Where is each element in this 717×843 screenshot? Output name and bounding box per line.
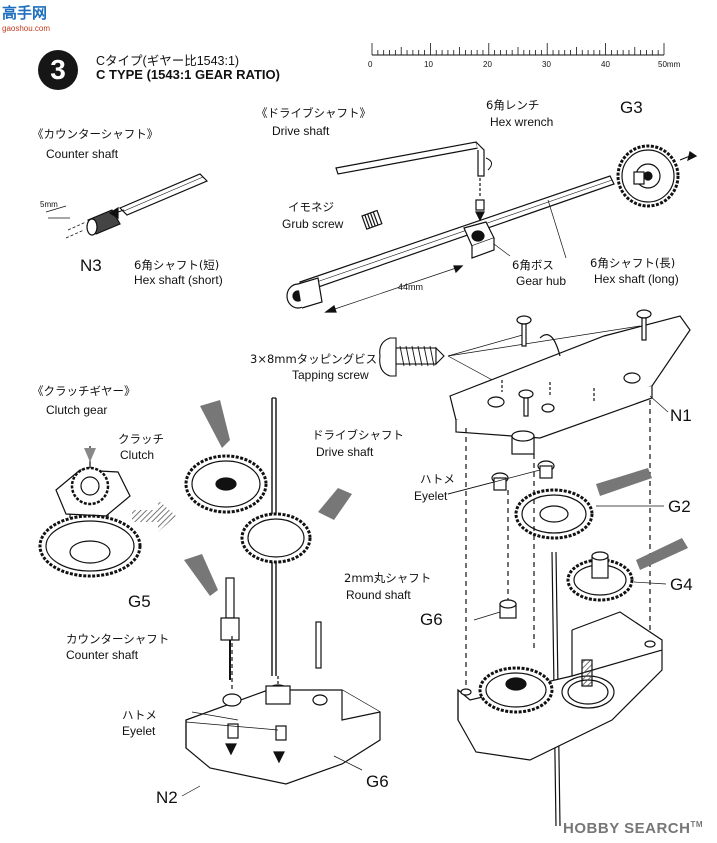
watermark-site-url: gaoshou.com — [2, 24, 51, 33]
part-label-g2: G2 — [668, 497, 691, 516]
hex-shaft-long-jp: 6角シャフト(長) — [590, 256, 676, 270]
counter-shaft-vertical-jp: カウンターシャフト — [66, 632, 170, 646]
drive-shaft-vertical-en: Drive shaft — [316, 445, 374, 459]
drive-shaft-title-jp: 《ドライブシャフト》 — [256, 106, 371, 120]
eyelet-left-jp: ハトメ — [122, 708, 157, 722]
ruler-tick-label: 30 — [542, 60, 551, 69]
ruler-tick-label: 20 — [483, 60, 492, 69]
ruler-tick-label: 10 — [424, 60, 433, 69]
step-title-en: C TYPE (1543:1 GEAR RATIO) — [96, 67, 280, 82]
hobby-search-logo-text: HOBBY SEARCH — [563, 820, 691, 837]
counter-shaft-drawing — [45, 173, 209, 239]
part-label-g5: G5 — [128, 592, 151, 611]
grub-screw-en: Grub screw — [282, 217, 344, 231]
right-assembly-drawing — [447, 309, 691, 827]
tapping-screw-en: Tapping screw — [292, 368, 369, 382]
gear-hub-en: Gear hub — [516, 274, 567, 288]
grub-screw-jp: イモネジ — [288, 200, 334, 214]
drive-shaft-title-en: Drive shaft — [272, 124, 330, 138]
part-label-n3: N3 — [80, 256, 102, 275]
hobby-search-logo-tm: TM — [690, 820, 703, 829]
part-label-n2: N2 — [156, 788, 178, 807]
ruler-tick-label: 50mm — [658, 60, 681, 69]
tapping-screw-jp: 3×8mmタッピングビス — [250, 352, 378, 366]
hex-wrench-en: Hex wrench — [490, 115, 554, 129]
step-number: 3 — [38, 50, 78, 90]
counter-shaft-title-jp: 《カウンターシャフト》 — [32, 127, 159, 141]
clutch-gear-title-jp: 《クラッチギヤー》 — [32, 384, 136, 398]
drive-shaft-vertical-jp: ドライブシャフト — [312, 428, 404, 442]
part-label-g3: G3 — [620, 98, 643, 117]
round-shaft-en: Round shaft — [346, 588, 411, 602]
ruler-tick-label: 40 — [601, 60, 610, 69]
tapping-screw-drawing — [379, 325, 641, 383]
clutch-gear-title-en: Clutch gear — [46, 403, 108, 417]
housing-n2-drawing — [181, 636, 381, 797]
gear-hub-jp: 6角ボス — [512, 258, 554, 272]
eyelet-right-jp: ハトメ — [420, 472, 455, 486]
hex-shaft-short-jp: 6角シャフト(短) — [134, 258, 220, 272]
part-label-g6-left: G6 — [366, 772, 389, 791]
eyelet-right-en: Eyelet — [414, 489, 448, 503]
round-shaft-jp: 2mm丸シャフト — [344, 571, 432, 585]
drive-shaft-drawing — [286, 141, 698, 313]
counter-shaft-title-en: Counter shaft — [46, 147, 119, 161]
step-title-jp: Cタイプ(ギヤー比1543:1) — [96, 54, 240, 68]
part-label-g4: G4 — [670, 575, 693, 594]
clutch-gear-drawing — [38, 400, 352, 596]
ruler-tick-label: 0 — [368, 60, 373, 69]
watermark-site-name: 高手网 — [2, 4, 48, 22]
clutch-en: Clutch — [120, 448, 155, 462]
counter-shaft-dim: 5mm — [40, 200, 58, 209]
drive-shaft-gears-drawing — [184, 397, 322, 680]
part-label-n1: N1 — [670, 406, 692, 425]
part-label-g6-right: G6 — [420, 610, 443, 629]
hex-wrench-jp: 6角レンチ — [486, 98, 540, 112]
hex-shaft-short-en: Hex shaft (short) — [134, 273, 223, 287]
counter-shaft-vertical-en: Counter shaft — [66, 648, 139, 662]
ruler — [371, 43, 665, 56]
hex-shaft-long-en: Hex shaft (long) — [594, 272, 679, 286]
eyelet-left-en: Eyelet — [122, 724, 156, 738]
clutch-jp: クラッチ — [118, 432, 164, 446]
drive-shaft-dim: 44mm — [398, 282, 424, 292]
hobby-search-logo: HOBBY SEARCHTM — [563, 820, 703, 837]
